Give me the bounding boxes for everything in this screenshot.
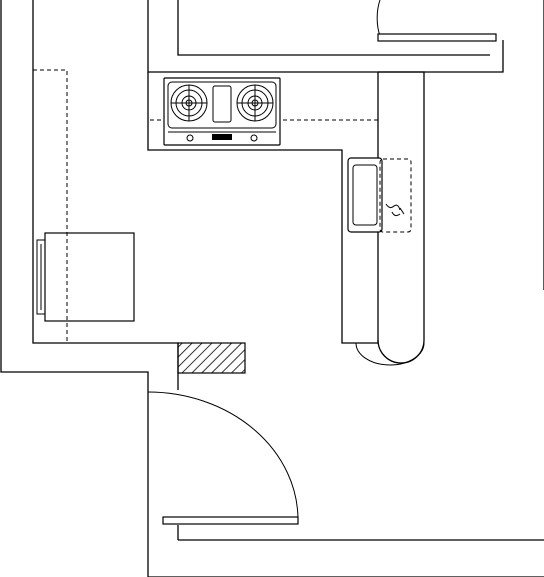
top-door-leaf [377,33,497,42]
inner-wall-left [32,0,179,390]
stove-center-panel [212,85,232,123]
stove-inner [167,81,277,129]
gas-stove [163,77,281,146]
stove-knobs-icon [168,131,276,142]
top-door [376,0,497,42]
refrigerator-body [44,232,135,322]
counter-semicircle-bottom [355,342,425,366]
top-door-swing-arc [376,0,381,37]
sink-basin-inner [352,164,378,226]
refrigerator [36,232,135,322]
countertop-edge [147,72,379,344]
bottom-door [147,391,299,525]
bottom-door-swing-arc [147,391,299,521]
sink [347,157,412,233]
sink-basin-outer [347,157,383,233]
bottom-door-leaf [162,516,299,525]
burner-left-icon [170,84,208,122]
refrigerator-door-panel [36,239,46,315]
burner-right-icon [236,84,274,122]
top-wall-corridor [147,0,504,73]
counter-island-rounded [377,71,425,364]
hatched-column [177,342,246,374]
sink-cutout-dashed [379,158,412,233]
top-wall-inner [177,0,490,56]
faucet-icon [385,203,405,217]
